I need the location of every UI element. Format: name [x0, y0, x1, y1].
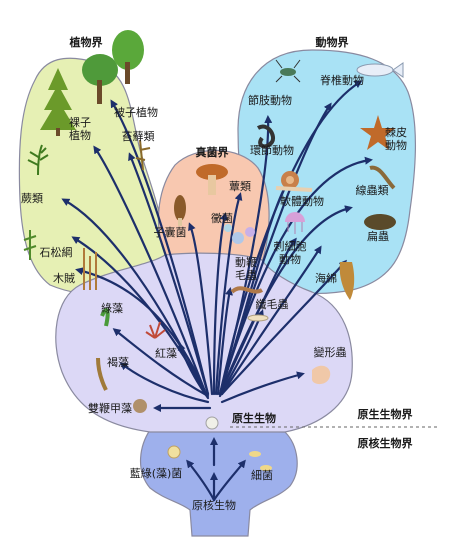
insect-icon: [275, 59, 301, 83]
moss-icon: [135, 139, 151, 171]
prokaryote-region: [139, 429, 298, 537]
broadleaf-tree-icon: [112, 30, 144, 84]
cyanobacteria-icon: [167, 445, 181, 459]
morel-icon: [174, 195, 186, 226]
protist-root-label: 原生生物: [232, 411, 276, 425]
animal-label-nematodes: 線蟲類: [356, 183, 389, 197]
fern-icon: [27, 144, 49, 176]
animal-label-cnidarians-1: 刺細胞: [274, 240, 307, 253]
bacteria-icon: [249, 451, 272, 471]
nematode-icon: [369, 165, 396, 190]
sponge-icon: [339, 262, 355, 300]
prokaryote-label-cyanobacteria: 藍綠(藻)菌: [130, 467, 183, 480]
protist-label-flagellates-1: 動鞭: [235, 255, 257, 269]
protist-label-brown-algae: 褐藻: [107, 355, 129, 369]
deciduous-tree-icon: [82, 54, 118, 104]
jellyfish-icon: [285, 212, 305, 234]
dinoflagellate-icon: [133, 399, 147, 413]
plant-label-mosses: 苔蘚類: [122, 129, 155, 143]
fungi-label-sac-fungi: 子囊菌: [154, 225, 187, 239]
fungi-label-mushrooms: 蕈類: [229, 179, 251, 193]
kingdom-label-monera: 原核生物界: [358, 436, 413, 450]
kingdom-label-plantae: 植物界: [69, 35, 103, 49]
illustrations: [23, 30, 404, 471]
earthworm-icon: [256, 124, 275, 149]
brown-alga-icon: [96, 357, 108, 391]
animal-label-sponges: 海綿: [315, 271, 337, 285]
animal-label-flatworms: 扁蟲: [367, 230, 389, 243]
protist-label-amoebae: 變形蟲: [314, 345, 347, 359]
protist-root-icon: [205, 416, 219, 430]
mold-icon: [224, 224, 255, 244]
conifer-tree-icon: [40, 68, 76, 136]
animal-label-annelids: 環節動物: [250, 143, 294, 157]
kingdom-label-fungi: 真菌界: [196, 145, 229, 159]
amoeba-icon: [312, 365, 331, 385]
flagellate-icon: [230, 286, 264, 294]
branch-arrows: [61, 80, 373, 502]
animal-label-cnidarians-2: 動物: [279, 252, 301, 266]
protist-label-dinoflagellates: 雙鞭甲藻: [88, 401, 132, 415]
prokaryote-label-bacteria: 細菌: [251, 469, 273, 482]
red-alga-icon: [145, 321, 166, 339]
protist-label-red-algae: 紅藻: [155, 347, 177, 360]
animal-label-echinoderms-2: 動物: [385, 138, 407, 152]
lycopod-icon: [23, 230, 37, 260]
kingdom-label-animalia: 動物界: [316, 35, 349, 49]
snail-icon: [275, 171, 313, 192]
plant-label-ferns: 蕨類: [21, 192, 43, 205]
starfish-icon: [360, 115, 396, 150]
protist-label-green-algae: 綠藻: [101, 302, 123, 315]
prokaryote-root-label: 原核生物: [192, 498, 236, 512]
plant-label-lycopods: 石松綱: [40, 245, 73, 259]
animal-label-vertebrates: 脊椎動物: [320, 73, 364, 87]
green-alga-icon: [100, 308, 110, 327]
flatworm-icon: [364, 214, 396, 230]
mushroom-icon: [196, 164, 228, 195]
animal-label-mollusks: 軟體動物: [280, 194, 324, 208]
animal-label-echinoderms-1: 棘皮: [385, 126, 407, 139]
protist-label-flagellates-2: 毛蟲: [235, 269, 257, 282]
horsetail-icon: [83, 248, 97, 290]
plant-label-gymnosperms-1: 裸子: [69, 115, 91, 129]
fish-icon: [356, 62, 404, 78]
kingdom-label-protista: 原生生物界: [358, 407, 413, 421]
plant-label-angiosperms: 被子植物: [114, 105, 158, 119]
plant-label-horsetails: 木賊: [53, 272, 75, 285]
ciliate-icon: [247, 314, 269, 322]
protist-label-ciliates: 纖毛蟲: [256, 297, 289, 311]
animal-label-arthropods: 節肢動物: [248, 93, 292, 107]
plant-label-gymnosperms-2: 植物: [69, 128, 91, 142]
fungi-label-molds: 黴菌: [211, 211, 233, 225]
